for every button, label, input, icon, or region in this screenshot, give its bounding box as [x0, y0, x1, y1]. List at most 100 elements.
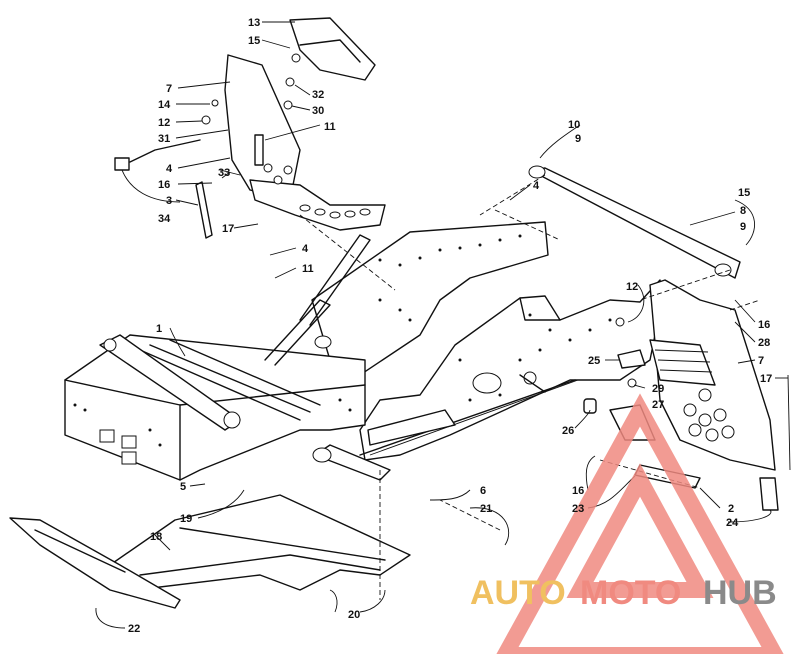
running-board-edge [369, 379, 579, 456]
bushing-axis [519, 374, 546, 393]
cross-tube-end [312, 447, 332, 463]
watermark: AUTO MOTO HUB [470, 393, 784, 654]
callout-7: 7 [166, 83, 172, 95]
callout-17-right: 17 [760, 373, 772, 385]
callout-4-mid: 4 [302, 243, 309, 255]
side-panel-7 [649, 279, 776, 471]
callout-4: 4 [166, 163, 173, 175]
watermark-triangle [496, 393, 784, 654]
callout-17: 17 [222, 223, 234, 235]
callout-2: 2 [728, 503, 734, 515]
side-panel-holes [683, 388, 735, 442]
frame-rails [139, 339, 321, 421]
callout-10: 10 [568, 119, 580, 131]
dash-f [439, 499, 501, 531]
callout-11: 11 [324, 121, 336, 133]
tunnel-notch [519, 297, 561, 321]
plate-24 [759, 477, 779, 511]
arm-pivot [223, 411, 241, 429]
watermark-hub: HUB [703, 574, 777, 612]
watermark-inner-triangle [566, 463, 714, 598]
skid-plates [9, 494, 411, 609]
console-assembly [114, 17, 386, 239]
callout-27: 27 [652, 399, 664, 411]
footrest-plate [249, 179, 386, 231]
nut-32 [285, 77, 295, 87]
callout-4-right: 4 [533, 180, 540, 192]
dash-d [494, 209, 561, 241]
callout-16-low: 16 [572, 485, 584, 497]
callout-6: 6 [480, 485, 486, 497]
callout-9: 9 [575, 133, 581, 145]
callout-11-mid: 11 [302, 263, 314, 275]
callout-12-right: 12 [626, 281, 638, 293]
pan-fold-1 [139, 554, 381, 576]
callout-28: 28 [758, 337, 770, 349]
bulkhead-slot-c [121, 451, 137, 465]
bulkhead-slot-b [121, 435, 137, 449]
rivet-strip [367, 409, 456, 446]
footrest-holes [263, 163, 371, 219]
callout-34: 34 [158, 213, 171, 225]
callout-16: 16 [158, 179, 170, 191]
callout-1: 1 [156, 323, 162, 335]
wire-harness-34 [129, 139, 201, 163]
callout-30: 30 [312, 105, 324, 117]
console-slot [254, 134, 264, 166]
pan-fold-2 [179, 527, 386, 561]
post-socket [314, 335, 332, 349]
cover-inner-edge [299, 39, 361, 63]
leader-lines [95, 21, 788, 629]
callout-25: 25 [588, 355, 600, 367]
skid-fold [34, 529, 126, 573]
callout-26: 26 [562, 425, 574, 437]
rod-17-right [787, 374, 791, 471]
callout-33: 33 [218, 167, 230, 179]
callout-22: 22 [128, 623, 140, 635]
callout-7-right: 7 [758, 355, 764, 367]
rivet-dots [73, 234, 612, 447]
tunnel-lower-edge [359, 379, 576, 456]
part-13-cover [289, 17, 376, 81]
bracket-25 [617, 349, 646, 369]
steering-post-tube [264, 299, 331, 366]
nut-29 [627, 378, 637, 388]
callout-31: 31 [158, 133, 170, 145]
callout-20: 20 [348, 609, 360, 621]
tunnel-large-hole [472, 372, 502, 394]
callout-21: 21 [480, 503, 492, 515]
callout-labels: 13 15 7 14 12 31 32 30 11 4 33 16 3 34 1… [128, 17, 772, 635]
nut-12-right [615, 317, 625, 327]
callout-24: 24 [726, 517, 739, 529]
callout-5: 5 [180, 481, 186, 493]
callout-9-right: 9 [740, 221, 746, 233]
callout-19: 19 [180, 513, 192, 525]
callout-13: 13 [248, 17, 260, 29]
chassis-frame [64, 221, 663, 481]
part-26-plug [583, 398, 597, 414]
dash-c [299, 214, 396, 291]
callout-18: 18 [150, 531, 162, 543]
connector-34 [114, 157, 130, 171]
callout-12: 12 [158, 117, 170, 129]
bumper-tube-8 [529, 167, 741, 279]
tube-end-left [528, 165, 546, 179]
arm-pivot-front [103, 338, 117, 352]
rod-3 [195, 181, 213, 239]
dash-h [729, 299, 761, 311]
watermark-moto: MOTO [580, 574, 681, 612]
callout-15-right: 15 [738, 187, 750, 199]
dash-a [479, 174, 546, 216]
watermark-auto: AUTO [470, 574, 566, 612]
callout-32: 32 [312, 89, 324, 101]
steering-support [299, 234, 371, 326]
bulkhead-slot-a [99, 429, 115, 443]
callout-23: 23 [572, 503, 584, 515]
nut-12-top [201, 115, 211, 125]
nut-30 [283, 100, 293, 110]
mesh-lines [654, 349, 713, 373]
callout-16-right: 16 [758, 319, 770, 331]
callout-14: 14 [158, 99, 171, 111]
